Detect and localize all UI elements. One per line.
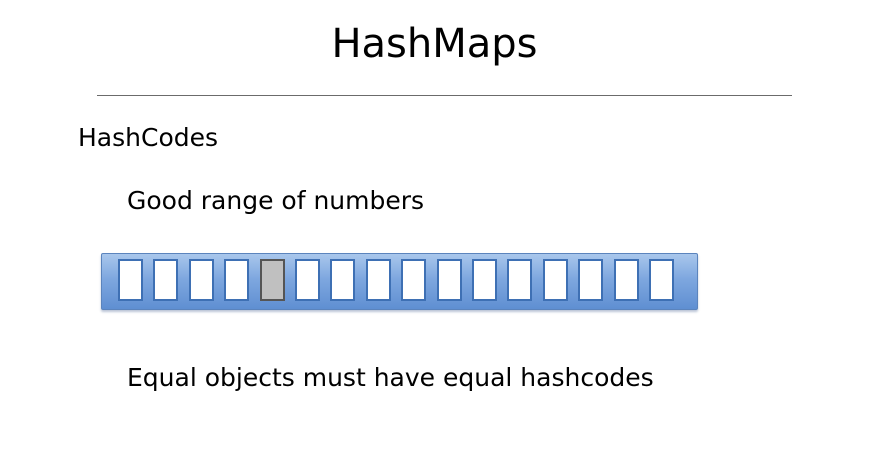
bullet-hashcodes: HashCodes [78,123,219,152]
bucket-slot [330,259,355,301]
bullet-equal-objects: Equal objects must have equal hashcodes [127,363,654,392]
bucket-slot [543,259,568,301]
bullet-good-range: Good range of numbers [127,186,425,215]
bucket-slot [472,259,497,301]
bucket-slot [295,259,320,301]
bucket-slot [578,259,603,301]
bucket-slot [153,259,178,301]
bucket-slot [401,259,426,301]
bucket-slot [189,259,214,301]
bucket-slot-highlighted [260,259,285,301]
bucket-slot [224,259,249,301]
bucket-slot [649,259,674,301]
bucket-array [101,253,698,310]
bucket-slot [366,259,391,301]
bucket-slot [614,259,639,301]
title-divider [97,95,792,96]
bucket-slot [507,259,532,301]
bucket-slot [118,259,143,301]
slide-title: HashMaps [331,21,538,67]
bucket-slot [437,259,462,301]
